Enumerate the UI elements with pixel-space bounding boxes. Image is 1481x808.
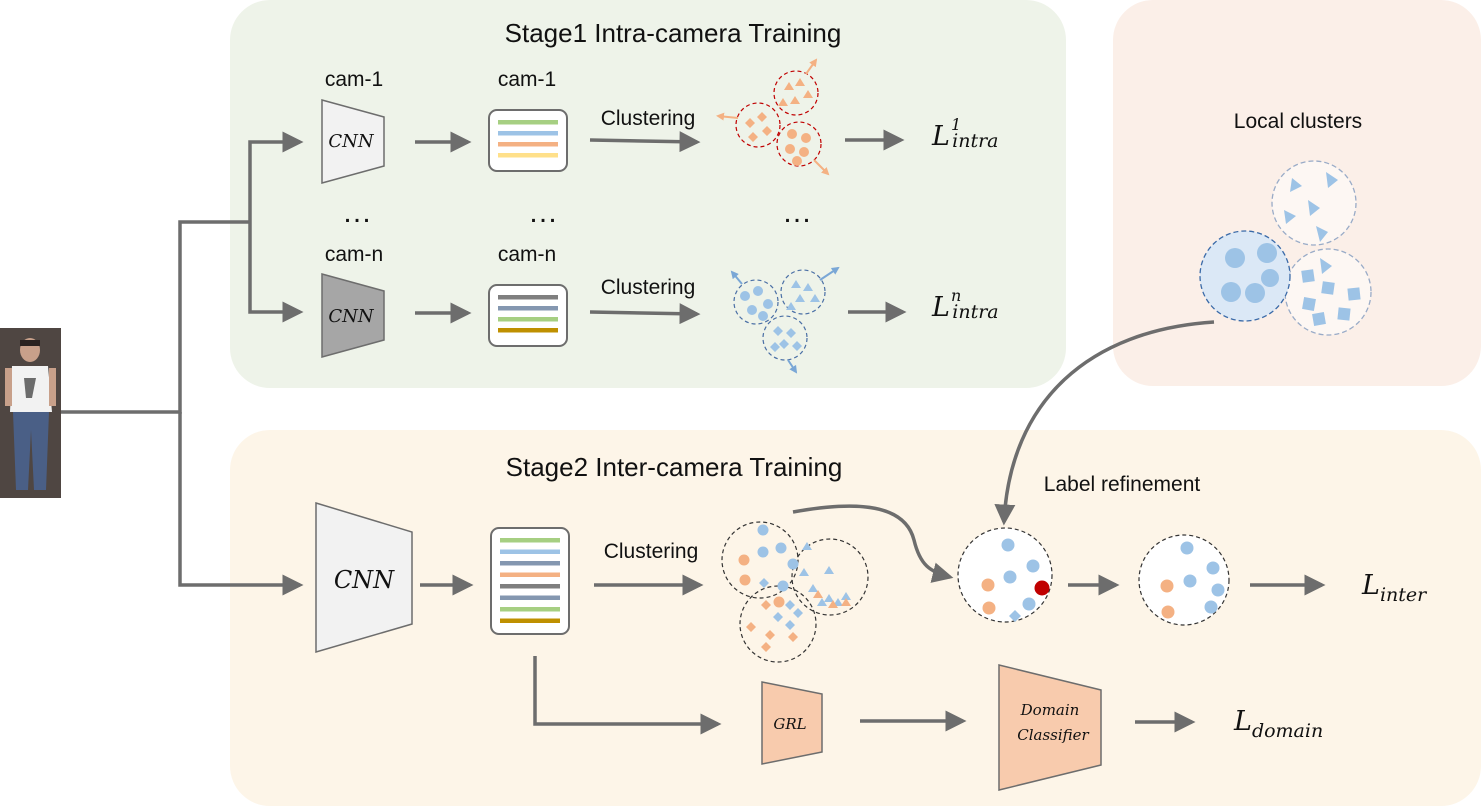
feature-bar xyxy=(498,317,558,322)
feature-bar xyxy=(500,572,560,577)
stage2-panel xyxy=(230,430,1481,806)
domain-classifier-block xyxy=(998,664,1102,791)
cnn-cam-n-label: CNN xyxy=(328,306,375,327)
feature-cam-1-label: cam-1 xyxy=(498,68,556,91)
feature-bar xyxy=(500,538,560,543)
feature-cam-n xyxy=(488,284,568,347)
loss-domain: Ldomain xyxy=(1233,706,1323,742)
cnn-cam-n xyxy=(321,273,385,358)
clustering-label-1: Clustering xyxy=(601,107,696,130)
feature-bar xyxy=(498,153,558,158)
ellipsis-2: … xyxy=(528,196,558,229)
stage2-title: Stage2 Inter-camera Training xyxy=(506,452,843,482)
feature-bar xyxy=(500,584,560,589)
feature-cam-1 xyxy=(488,109,568,172)
feature-bar xyxy=(498,142,558,147)
local-clusters-title: Local clusters xyxy=(1234,110,1362,133)
cnn-cam-1-label: CNN xyxy=(328,131,375,152)
feature-stage2 xyxy=(490,527,570,635)
feature-bar xyxy=(498,306,558,311)
feature-bar xyxy=(500,561,560,566)
cam-n-clusters xyxy=(730,266,840,374)
ellipsis-3: … xyxy=(782,196,812,229)
arrow-clustering-n xyxy=(589,303,701,325)
feature-cam-n-label: cam-n xyxy=(498,243,556,266)
arrow-to-refinement xyxy=(792,504,954,583)
person-image xyxy=(0,328,61,498)
feature-bar xyxy=(498,120,558,125)
cam-n-label: cam-n xyxy=(325,243,383,266)
cnn-stage2-label: CNN xyxy=(334,566,395,594)
input-connectors xyxy=(61,131,304,596)
label-refinement-text: Label refinement xyxy=(1044,473,1201,496)
arrow-clustering-1 xyxy=(589,131,701,153)
local-clusters-illustration xyxy=(1199,160,1372,336)
domain-classifier-label-2: Classifier xyxy=(1017,726,1089,744)
refined-cluster xyxy=(1138,534,1230,626)
feature-bar xyxy=(500,618,560,623)
cnn-cam-1 xyxy=(321,99,385,184)
feature-bar xyxy=(500,607,560,612)
grl-label: GRL xyxy=(773,715,806,733)
ellipsis-1: … xyxy=(342,196,372,229)
cam-1-clusters xyxy=(716,58,830,176)
feature-bar xyxy=(498,131,558,136)
feature-stage2-bars xyxy=(500,538,560,623)
cam-1-label: cam-1 xyxy=(325,68,383,91)
cnn-stage2 xyxy=(315,501,413,653)
clustering-label-n: Clustering xyxy=(601,276,696,299)
feature-bar xyxy=(498,295,558,300)
feature-bar xyxy=(498,328,558,333)
stage1-title: Stage1 Intra-camera Training xyxy=(505,18,842,48)
feature-cam-n-bars xyxy=(498,295,558,333)
clustering-label-stage2: Clustering xyxy=(604,540,699,563)
stage2-clusters xyxy=(721,521,869,663)
domain-classifier-label-1: Domain xyxy=(1020,701,1080,719)
grl-block xyxy=(761,681,823,765)
feature-cam-1-bars xyxy=(498,120,558,158)
arrow-local-to-refinement xyxy=(994,320,1215,526)
arrow-feature-to-grl xyxy=(533,656,722,735)
feature-bar xyxy=(500,549,560,554)
loss-inter: Linter xyxy=(1361,570,1428,606)
stage1-panel xyxy=(230,0,1066,388)
feature-bar xyxy=(500,595,560,600)
refinement-cluster xyxy=(957,527,1053,623)
